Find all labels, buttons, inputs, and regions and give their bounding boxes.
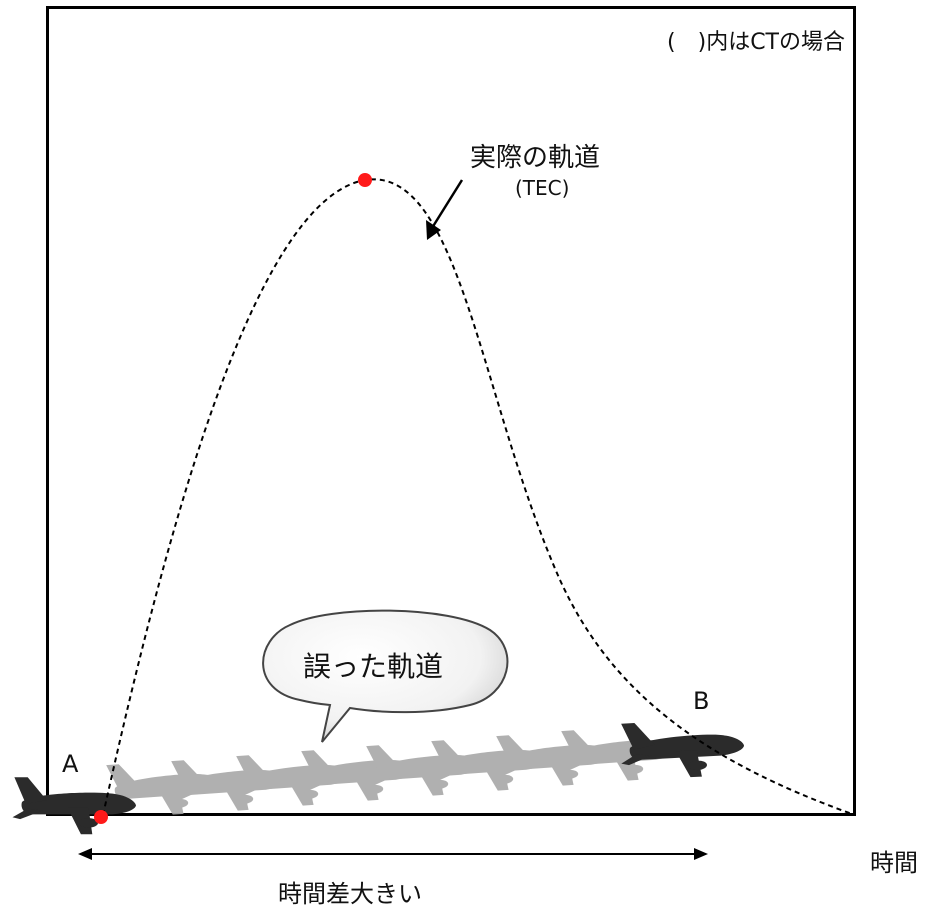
actual-trajectory-sublabel: (TEC) [515, 176, 570, 200]
start-marker [94, 810, 108, 824]
actual-trajectory-curve [102, 178, 856, 816]
note-text: ( )内はCTの場合 [667, 30, 845, 55]
peak-marker [358, 173, 372, 187]
actual-trajectory-label: 実際の軌道 [470, 143, 601, 173]
point-b-label: B [693, 687, 710, 715]
speech-bubble [262, 609, 509, 743]
wrong-trajectory-label: 誤った軌道 [303, 650, 444, 683]
time-difference-label: 時間差大きい [278, 880, 422, 908]
arrow-icon [426, 179, 464, 240]
ghost-plane-trail [104, 723, 680, 820]
diagram-frame [46, 6, 856, 816]
time-difference-arrow [78, 848, 708, 860]
point-a-label: A [62, 750, 79, 778]
time-axis-label: 時間 [870, 849, 918, 877]
